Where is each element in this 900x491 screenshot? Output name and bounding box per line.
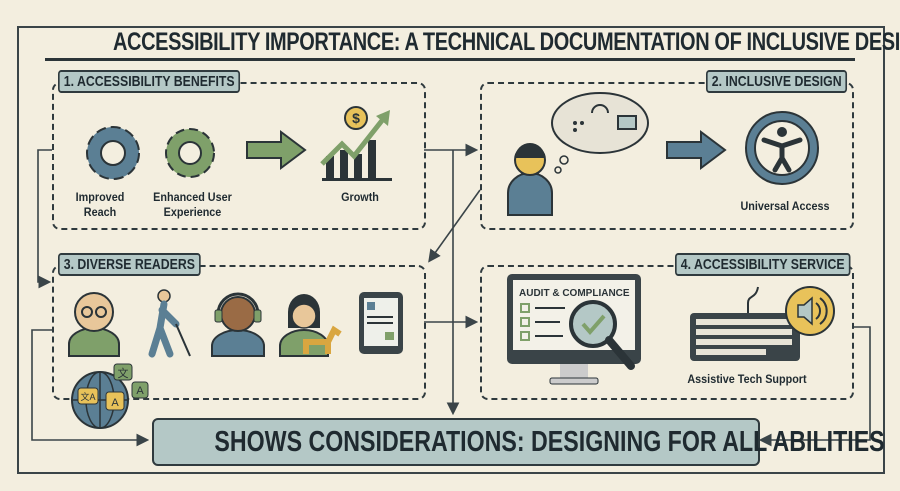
- connector-left-loop: [37, 149, 52, 289]
- elderly-person-icon: [68, 292, 120, 357]
- label-improved-reach: Improved Reach: [75, 190, 125, 219]
- label-enhanced-user-experience: Enhanced User Experience: [153, 190, 232, 219]
- outer-frame: [17, 26, 885, 474]
- arrow-right-green-icon: [246, 130, 307, 170]
- section-2-label: 2. INCLUSIVE DESIGN: [706, 70, 848, 93]
- svg-text:A: A: [136, 385, 144, 397]
- conclusion-text: SHOWS CONSIDERATIONS: DESIGNING FOR ALL …: [214, 426, 885, 458]
- title-underline: [45, 58, 855, 61]
- growth-chart-icon: $: [320, 106, 392, 181]
- universal-access-icon: [745, 111, 819, 185]
- audit-monitor-icon: AUDIT & COMPLIANCE: [507, 274, 641, 385]
- person-with-cane-icon: [148, 289, 191, 358]
- tablet-icon: [359, 292, 403, 354]
- label-growth: Growth: [341, 190, 379, 204]
- label-assistive-tech-support: Assistive Tech Support: [687, 372, 807, 386]
- conclusion-banner: SHOWS CONSIDERATIONS: DESIGNING FOR ALL …: [152, 418, 885, 466]
- section-accessibility-service: [480, 265, 854, 400]
- svg-text:AUDIT & COMPLIANCE: AUDIT & COMPLIANCE: [519, 288, 630, 299]
- keyboard-speaker-icon: [690, 286, 835, 361]
- person-with-headphones-icon: [211, 292, 265, 357]
- person-with-guide-dog-icon: [279, 294, 342, 357]
- gear-blue-icon: [86, 126, 140, 180]
- section-4-label: 4. ACCESSIBILITY SERVICE: [675, 253, 851, 276]
- section-1-label: 1. ACCESSIBILITY BENEFITS: [58, 70, 241, 93]
- section-diverse-readers: [52, 265, 426, 400]
- arrow-right-blue-icon: [666, 130, 727, 170]
- page-title: ACCESSIBILITY IMPORTANCE: A TECHNICAL DO…: [113, 28, 900, 56]
- person-thinking-icon: [507, 92, 649, 216]
- section-3-label: 3. DIVERSE READERS: [58, 253, 201, 276]
- section-inclusive-design: [480, 82, 854, 230]
- connector-2-3: [428, 189, 481, 263]
- svg-text:$: $: [352, 110, 360, 126]
- label-universal-access: Universal Access: [740, 199, 830, 213]
- connector-left-banner: [31, 329, 150, 447]
- gear-green-icon: [165, 128, 215, 178]
- connector-right-banner: [758, 326, 871, 447]
- svg-text:文: 文: [118, 366, 129, 380]
- svg-text:文A: 文A: [80, 391, 95, 402]
- svg-text:A: A: [111, 397, 119, 409]
- globe-translation-icon: 文 A 文A A: [71, 363, 149, 429]
